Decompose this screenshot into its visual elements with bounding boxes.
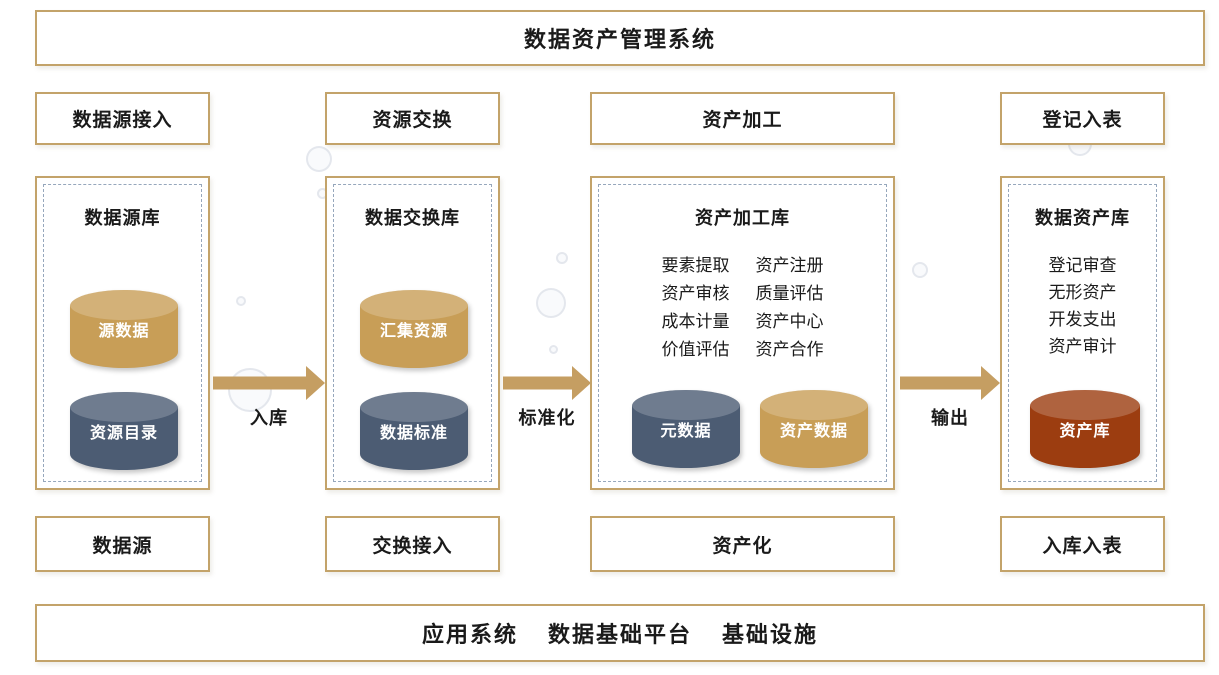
stage-header-label: 资产加工 bbox=[702, 110, 783, 131]
stage-header-label: 数据源接入 bbox=[72, 110, 173, 131]
arrow-head-icon bbox=[981, 366, 1000, 400]
stage-footer-label: 交换接入 bbox=[372, 535, 453, 557]
stage-footer-label: 资产化 bbox=[712, 535, 773, 557]
arrow-head-icon bbox=[306, 366, 325, 400]
decor-bubble bbox=[306, 146, 332, 172]
foundation-item-application-systems: 应用系统 bbox=[421, 622, 518, 647]
function-item: 要素提取 bbox=[661, 256, 730, 275]
asset-functions: 登记审查 无形资产 开发支出 资产审计 bbox=[1002, 252, 1163, 360]
cylinder-label: 资产库 bbox=[1059, 423, 1111, 440]
stage-footer-label: 入库入表 bbox=[1042, 535, 1123, 557]
cylinder-resource-catalog: 资源目录 bbox=[70, 392, 178, 470]
container-data-exchange-library: 数据交换库 汇集资源 数据标准 bbox=[325, 176, 500, 490]
stage-footer-assetization: 资产化 bbox=[590, 516, 895, 572]
decor-bubble bbox=[549, 345, 558, 354]
cylinder-metadata: 元数据 bbox=[632, 390, 740, 468]
processing-functions: 要素提取 资产注册 资产审核 质量评估 成本计量 资产中心 价值评估 资产合作 bbox=[592, 252, 893, 364]
stage-header-data-source-access: 数据源接入 bbox=[35, 92, 210, 145]
function-item: 资产注册 bbox=[755, 256, 824, 275]
stage-header-label: 资源交换 bbox=[372, 110, 453, 131]
stage-footer-entry-into-table: 入库入表 bbox=[1000, 516, 1165, 572]
cylinder-collected-resources: 汇集资源 bbox=[360, 290, 468, 368]
cylinder-label: 元数据 bbox=[660, 423, 712, 440]
arrow-label: 输出 bbox=[931, 408, 969, 428]
title-banner: 数据资产管理系统 bbox=[35, 10, 1205, 66]
stage-header-label: 登记入表 bbox=[1042, 110, 1123, 131]
library-title: 数据交换库 bbox=[365, 208, 460, 228]
flow-arrow-output: 输出 bbox=[900, 365, 1000, 428]
decor-bubble bbox=[236, 296, 246, 306]
arrow-label: 标准化 bbox=[518, 408, 576, 428]
foundation-item-data-platform: 数据基础平台 bbox=[547, 622, 692, 647]
decor-bubble bbox=[228, 368, 272, 412]
stage-header-registration: 登记入表 bbox=[1000, 92, 1165, 145]
arrow-shaft bbox=[900, 376, 983, 390]
cylinder-label: 资产数据 bbox=[779, 423, 848, 440]
function-item: 资产中心 bbox=[755, 312, 824, 331]
function-item: 无形资产 bbox=[1048, 283, 1117, 302]
foundation-item-infrastructure: 基础设施 bbox=[722, 622, 819, 647]
library-title: 资产加工库 bbox=[695, 208, 790, 228]
system-title: 数据资产管理系统 bbox=[523, 27, 716, 52]
container-data-source-library: 数据源库 源数据 资源目录 bbox=[35, 176, 210, 490]
stage-header-asset-processing: 资产加工 bbox=[590, 92, 895, 145]
function-item: 资产审核 bbox=[661, 284, 730, 303]
cylinder-source-data: 源数据 bbox=[70, 290, 178, 368]
function-item: 资产合作 bbox=[755, 340, 824, 359]
foundation-banner: 应用系统 数据基础平台 基础设施 bbox=[35, 604, 1205, 662]
function-item: 成本计量 bbox=[661, 312, 730, 331]
arrow-head-icon bbox=[572, 366, 591, 400]
arrow-label: 入库 bbox=[250, 408, 288, 428]
flow-arrow-ingest: 入库 bbox=[213, 365, 325, 428]
function-item: 开发支出 bbox=[1048, 310, 1117, 329]
stage-header-resource-exchange: 资源交换 bbox=[325, 92, 500, 145]
library-title: 数据资产库 bbox=[1035, 208, 1130, 228]
cylinder-label: 数据标准 bbox=[379, 425, 448, 442]
function-item: 资产审计 bbox=[1048, 337, 1117, 356]
function-item: 质量评估 bbox=[755, 284, 824, 303]
cylinder-label: 资源目录 bbox=[89, 425, 158, 442]
stage-footer-data-source: 数据源 bbox=[35, 516, 210, 572]
stage-footer-exchange-access: 交换接入 bbox=[325, 516, 500, 572]
container-data-asset-library: 数据资产库 登记审查 无形资产 开发支出 资产审计 资产库 bbox=[1000, 176, 1165, 490]
cylinder-asset-library: 资产库 bbox=[1030, 390, 1140, 468]
cylinder-data-standard: 数据标准 bbox=[360, 392, 468, 470]
cylinder-asset-data: 资产数据 bbox=[760, 390, 868, 468]
decor-bubble bbox=[556, 252, 568, 264]
function-item: 价值评估 bbox=[661, 340, 730, 359]
decor-bubble bbox=[912, 262, 928, 278]
container-asset-processing-library: 资产加工库 要素提取 资产注册 资产审核 质量评估 成本计量 资产中心 价值评估… bbox=[590, 176, 895, 490]
arrow-shaft bbox=[503, 376, 574, 390]
decor-bubble bbox=[536, 288, 566, 318]
library-title: 数据源库 bbox=[84, 208, 161, 228]
cylinder-label: 源数据 bbox=[98, 323, 150, 340]
function-item: 登记审查 bbox=[1048, 256, 1117, 275]
arrow-shaft bbox=[213, 376, 308, 390]
cylinder-label: 汇集资源 bbox=[379, 323, 448, 340]
stage-footer-label: 数据源 bbox=[92, 535, 153, 557]
flow-arrow-standardize: 标准化 bbox=[503, 365, 591, 428]
